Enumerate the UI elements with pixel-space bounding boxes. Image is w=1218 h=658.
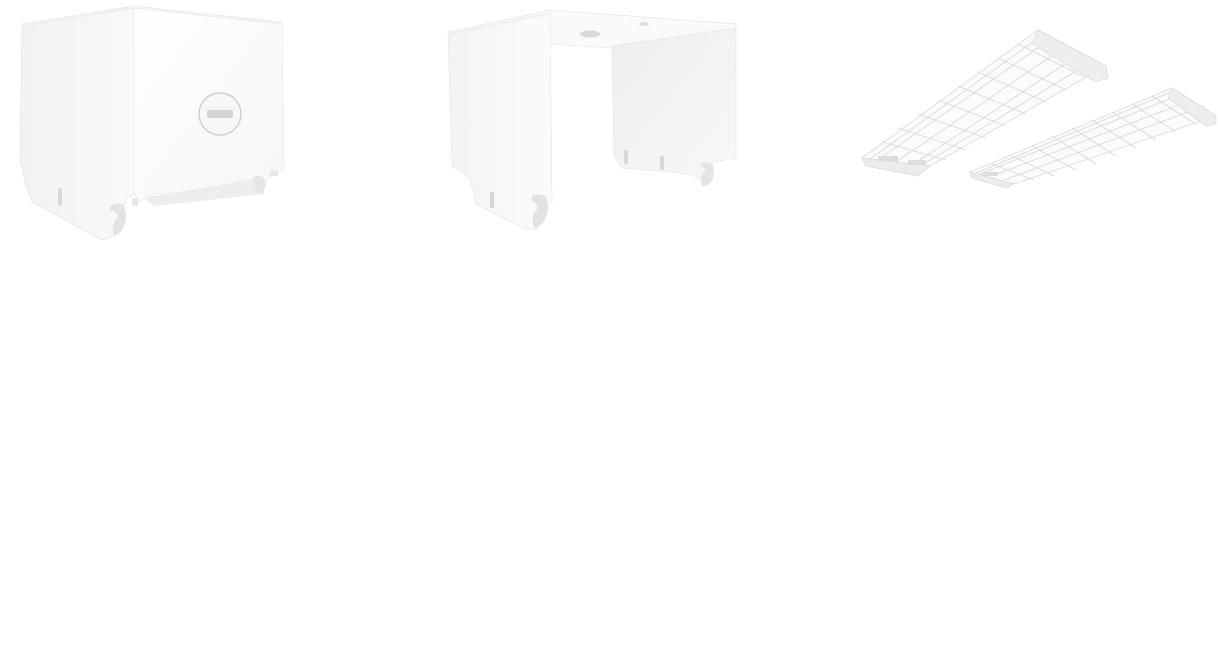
open-u-bracket-image	[444, 6, 740, 236]
closed-housing-bracket-icon	[19, 5, 285, 241]
large-diffuser-icon	[860, 29, 1109, 177]
small-diffuser-icon	[968, 87, 1217, 188]
closed-housing-bracket-image	[14, 2, 290, 244]
wire-grid-diffusers-image	[858, 26, 1218, 188]
open-u-bracket-icon	[447, 9, 737, 231]
wire-grid-diffuser-pair-icon	[860, 29, 1217, 188]
